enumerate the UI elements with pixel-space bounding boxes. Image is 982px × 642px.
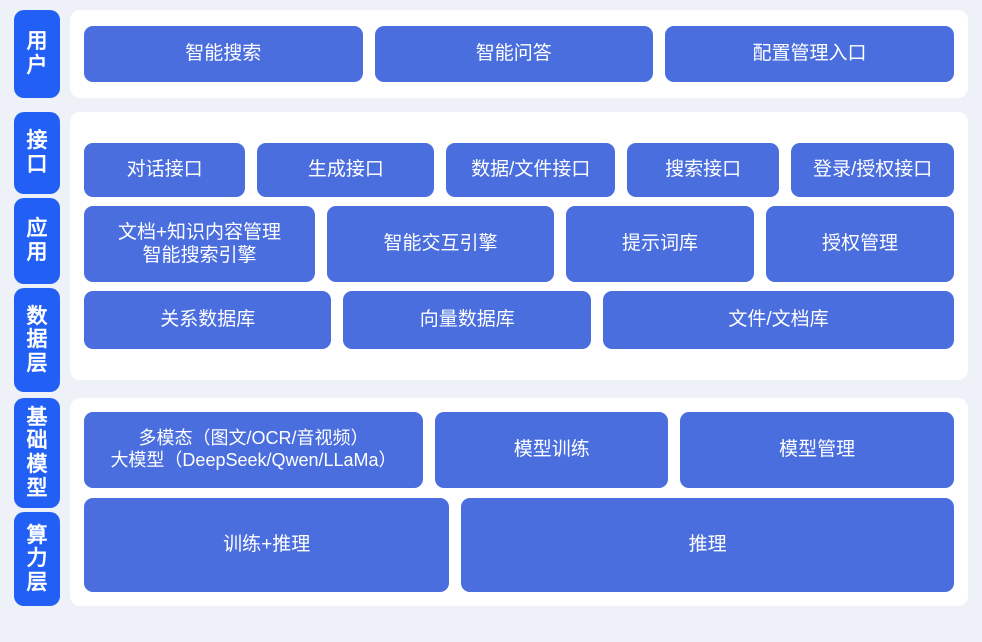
section-infrastructure: 基 础 模 型 算 力 层 多模态（图文/OCR/音视频） 大模型（DeepSe… <box>0 388 982 620</box>
box-document-knowledge-management-line-1: 智能搜索引擎 <box>142 245 257 266</box>
tab-column-platform: 接 口 应 用 数 据 层 <box>14 112 60 392</box>
box-training-plus-inference-label: 训练+推理 <box>223 533 311 555</box>
layer-tab-compute-char-1: 力 <box>26 547 48 571</box>
box-login-auth-interface-label: 登录/授权接口 <box>813 158 933 180</box>
box-prompt-library[interactable]: 提示词库 <box>565 206 754 282</box>
box-model-management[interactable]: 模型管理 <box>680 412 954 488</box>
layer-tab-interface-char-1: 口 <box>26 153 48 176</box>
tab-column-infrastructure: 基 础 模 型 算 力 层 <box>14 398 60 606</box>
tab-column-users: 用 户 <box>14 10 60 98</box>
box-inference-label: 推理 <box>688 533 727 555</box>
box-data-file-interface-label: 数据/文件接口 <box>471 158 591 180</box>
layer-tab-foundation-model[interactable]: 基 础 模 型 <box>14 398 60 508</box>
box-document-knowledge-management-line-0: 文档+知识内容管理 <box>117 221 282 243</box>
box-search-interface-label: 搜索接口 <box>665 158 742 180</box>
panel-platform: 对话接口 生成接口 数据/文件接口 搜索接口 登录/授权接口 <box>70 112 968 380</box>
box-authorization-management-label: 授权管理 <box>821 232 898 254</box>
layer-tab-users[interactable]: 用 户 <box>14 10 60 98</box>
layer-tab-application-char-0: 应 <box>26 217 48 241</box>
layer-tab-compute[interactable]: 算 力 层 <box>14 512 60 606</box>
box-document-knowledge-management[interactable]: 文档+知识内容管理 智能搜索引擎 <box>84 206 316 282</box>
layer-tab-application-char-1: 用 <box>26 241 48 264</box>
box-config-management-entry[interactable]: 配置管理入口 <box>665 26 954 82</box>
box-intelligent-qa[interactable]: 智能问答 <box>374 26 654 82</box>
layer-tab-application[interactable]: 应 用 <box>14 198 60 284</box>
box-intelligent-search-label: 智能搜索 <box>185 42 262 64</box>
box-multimodal-large-model-line-0: 多模态（图文/OCR/音视频） <box>138 428 369 449</box>
layer-tab-compute-char-0: 算 <box>26 523 48 547</box>
layer-tab-foundation-model-char-1: 础 <box>26 429 48 453</box>
row-compute-resources: 训练+推理 推理 <box>84 498 954 592</box>
box-relational-database[interactable]: 关系数据库 <box>84 291 332 349</box>
box-inference[interactable]: 推理 <box>461 498 954 592</box>
box-config-management-entry-label: 配置管理入口 <box>752 42 867 64</box>
layer-tab-data-char-1: 据 <box>26 328 48 352</box>
section-platform: 接 口 应 用 数 据 层 对话接口 生成接口 <box>0 104 982 392</box>
row-interfaces: 对话接口 生成接口 数据/文件接口 搜索接口 登录/授权接口 <box>84 143 954 197</box>
box-file-document-store[interactable]: 文件/文档库 <box>602 291 954 349</box>
box-generation-interface-label: 生成接口 <box>307 158 384 180</box>
box-intelligent-qa-label: 智能问答 <box>475 42 552 64</box>
row-applications: 文档+知识内容管理 智能搜索引擎 智能交互引擎 提示词库 授权管理 <box>84 206 954 282</box>
box-intelligent-interaction-engine[interactable]: 智能交互引擎 <box>327 206 554 282</box>
box-dialog-interface-label: 对话接口 <box>126 158 203 180</box>
row-foundation-models: 多模态（图文/OCR/音视频） 大模型（DeepSeek/Qwen/LLaMa）… <box>84 412 954 488</box>
box-intelligent-interaction-engine-label: 智能交互引擎 <box>383 232 498 254</box>
layer-tab-compute-char-2: 层 <box>26 570 48 594</box>
box-file-document-store-label: 文件/文档库 <box>728 308 829 330</box>
layer-tab-foundation-model-char-0: 基 <box>26 405 48 429</box>
box-login-auth-interface[interactable]: 登录/授权接口 <box>791 143 954 197</box>
box-vector-database-label: 向量数据库 <box>419 308 515 330</box>
box-model-training[interactable]: 模型训练 <box>435 412 669 488</box>
box-relational-database-label: 关系数据库 <box>160 308 256 330</box>
box-model-management-label: 模型管理 <box>779 438 856 460</box>
box-vector-database[interactable]: 向量数据库 <box>343 291 591 349</box>
box-dialog-interface[interactable]: 对话接口 <box>84 143 246 197</box>
box-intelligent-search[interactable]: 智能搜索 <box>84 26 363 82</box>
row-data-stores: 关系数据库 向量数据库 文件/文档库 <box>84 291 954 349</box>
layer-tab-users-char-0: 用 <box>26 30 48 54</box>
layer-tab-data-char-2: 层 <box>26 351 48 375</box>
layer-tab-data-char-0: 数 <box>26 304 48 328</box>
layer-tab-users-char-1: 户 <box>26 54 48 77</box>
layer-tab-interface[interactable]: 接 口 <box>14 112 60 194</box>
layer-tab-foundation-model-char-2: 模 <box>26 453 48 476</box>
panel-infrastructure: 多模态（图文/OCR/音视频） 大模型（DeepSeek/Qwen/LLaMa）… <box>70 398 968 606</box>
box-generation-interface[interactable]: 生成接口 <box>257 143 435 197</box>
box-multimodal-large-model[interactable]: 多模态（图文/OCR/音视频） 大模型（DeepSeek/Qwen/LLaMa） <box>84 412 424 488</box>
section-users: 用 户 智能搜索 智能问答 配置管理入口 <box>0 0 982 104</box>
box-prompt-library-label: 提示词库 <box>621 232 698 254</box>
layer-tab-foundation-model-char-3: 型 <box>26 476 48 500</box>
panel-users: 智能搜索 智能问答 配置管理入口 <box>70 10 968 98</box>
box-multimodal-large-model-line-1: 大模型（DeepSeek/Qwen/LLaMa） <box>110 450 397 470</box>
row-user-entries: 智能搜索 智能问答 配置管理入口 <box>84 26 954 82</box>
layer-tab-data[interactable]: 数 据 层 <box>14 288 60 392</box>
layer-tab-interface-char-0: 接 <box>26 129 48 153</box>
box-data-file-interface[interactable]: 数据/文件接口 <box>446 143 615 197</box>
box-search-interface[interactable]: 搜索接口 <box>626 143 780 197</box>
box-authorization-management[interactable]: 授权管理 <box>765 206 954 282</box>
box-training-plus-inference[interactable]: 训练+推理 <box>84 498 450 592</box>
box-model-training-label: 模型训练 <box>513 438 590 460</box>
